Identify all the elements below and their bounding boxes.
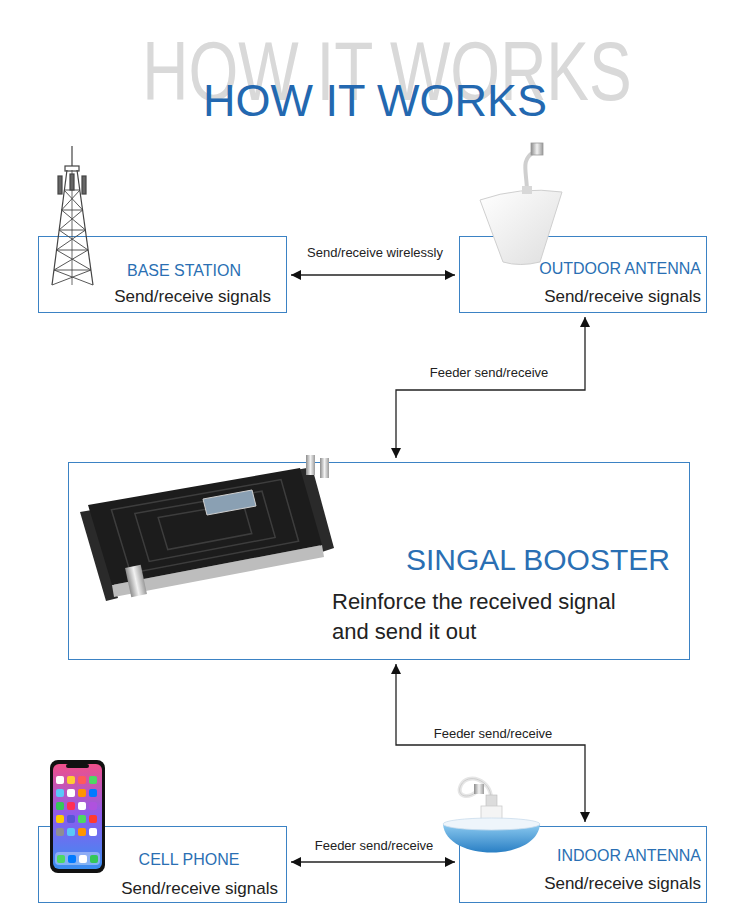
- tower-bracing: [52, 190, 91, 285]
- app-icon: [67, 789, 75, 797]
- node-body: Send/receive signals: [61, 286, 271, 307]
- connector-arrow: [291, 274, 455, 275]
- tower-bracing: [54, 190, 91, 270]
- booster-connector: [125, 565, 147, 598]
- node-body: Send/receive signals: [491, 286, 701, 307]
- node-heading: SINGAL BOOSTER: [406, 543, 686, 577]
- node-body: Send/receive signals: [68, 878, 278, 899]
- tower-illustration: [52, 146, 93, 285]
- app-icon: [79, 855, 87, 863]
- app-icon: [78, 815, 86, 823]
- app-icon: [89, 776, 97, 784]
- tower-bracing: [54, 190, 93, 285]
- app-icon: [89, 789, 97, 797]
- booster-illustration: [80, 455, 334, 601]
- node-body: Reinforce the received signal and send i…: [332, 587, 652, 647]
- phone-illustration: [50, 760, 105, 873]
- indoor-antenna-illustration: [443, 779, 540, 853]
- antenna-port: [522, 186, 532, 194]
- tower-panel: [82, 176, 86, 194]
- process-box: CELL PHONE Send/receive signals: [38, 826, 287, 903]
- antenna-base: [481, 806, 502, 824]
- antenna-cable-outline: [460, 779, 491, 798]
- antenna-connector: [474, 784, 484, 794]
- app-icon: [56, 828, 64, 836]
- booster-pattern: [158, 503, 252, 550]
- antenna-dome: [443, 824, 540, 853]
- antenna-connector: [486, 795, 497, 807]
- app-icon: [89, 828, 97, 836]
- app-icon: [89, 815, 97, 823]
- booster-edge: [112, 545, 324, 597]
- antenna-cable: [460, 779, 491, 798]
- node-heading: CELL PHONE: [89, 850, 289, 870]
- app-icon: [57, 855, 65, 863]
- tower-spike: [71, 146, 72, 168]
- booster-pattern: [111, 480, 298, 574]
- connector-arrow: [291, 861, 455, 862]
- app-icon: [78, 802, 86, 810]
- tower-panel: [58, 176, 62, 194]
- app-icon: [56, 776, 64, 784]
- app-icon: [67, 828, 75, 836]
- app-icon: [67, 802, 75, 810]
- app-icon: [56, 802, 64, 810]
- app-icon: [78, 789, 86, 797]
- booster-flange: [296, 467, 334, 552]
- phone-notch: [66, 764, 89, 768]
- booster-body: [88, 468, 322, 585]
- booster-lcd: [203, 490, 256, 515]
- diagram-title: HOW IT WORKS: [0, 78, 750, 123]
- app-icon: [90, 855, 98, 863]
- antenna-connector: [531, 143, 543, 155]
- node-heading: BASE STATION: [89, 261, 279, 281]
- app-icons: [55, 776, 100, 865]
- booster-flange: [80, 510, 118, 601]
- antenna-panel: [480, 190, 562, 264]
- edge-label: Feeder send/receive: [430, 365, 549, 380]
- app-icon: [56, 789, 64, 797]
- app-icon: [56, 815, 64, 823]
- process-box: BASE STATION Send/receive signals: [38, 236, 287, 313]
- phone-dock: [55, 852, 100, 865]
- node-heading: OUTDOOR ANTENNA: [491, 259, 701, 279]
- app-icon: [67, 815, 75, 823]
- app-icon: [78, 776, 86, 784]
- app-icon: [78, 828, 86, 836]
- app-icon: [67, 776, 75, 784]
- tower-leg: [52, 170, 67, 285]
- antenna-cable: [525, 152, 534, 192]
- phone-frame: [50, 760, 105, 873]
- tower-panel: [70, 174, 74, 190]
- process-box: INDOOR ANTENNA Send/receive signals: [459, 826, 707, 903]
- edge-label: Feeder send/receive: [434, 726, 553, 741]
- app-icon: [68, 855, 76, 863]
- node-heading: INDOOR ANTENNA: [491, 846, 701, 866]
- booster-connector: [306, 455, 315, 475]
- process-box: SINGAL BOOSTER Reinforce the received sig…: [68, 462, 690, 660]
- booster-pattern: [135, 491, 275, 561]
- tower-leg: [77, 170, 93, 285]
- node-body: Send/receive signals: [491, 873, 701, 894]
- connector-arrow: [396, 664, 585, 822]
- edge-label: Send/receive wirelessly: [307, 245, 443, 260]
- outdoor-antenna-illustration: [480, 143, 562, 265]
- antenna-rim: [443, 818, 540, 830]
- phone-screen: [53, 764, 102, 869]
- watermark: HOW IT WORKS: [87, 30, 687, 113]
- app-icon: [89, 802, 97, 810]
- connector-arrow: [396, 317, 585, 458]
- tower-platform: [65, 166, 79, 171]
- booster-connector: [320, 458, 329, 478]
- process-box: OUTDOOR ANTENNA Send/receive signals: [459, 236, 707, 313]
- tower-leg: [72, 170, 73, 285]
- edge-label: Feeder send/receive: [315, 838, 434, 853]
